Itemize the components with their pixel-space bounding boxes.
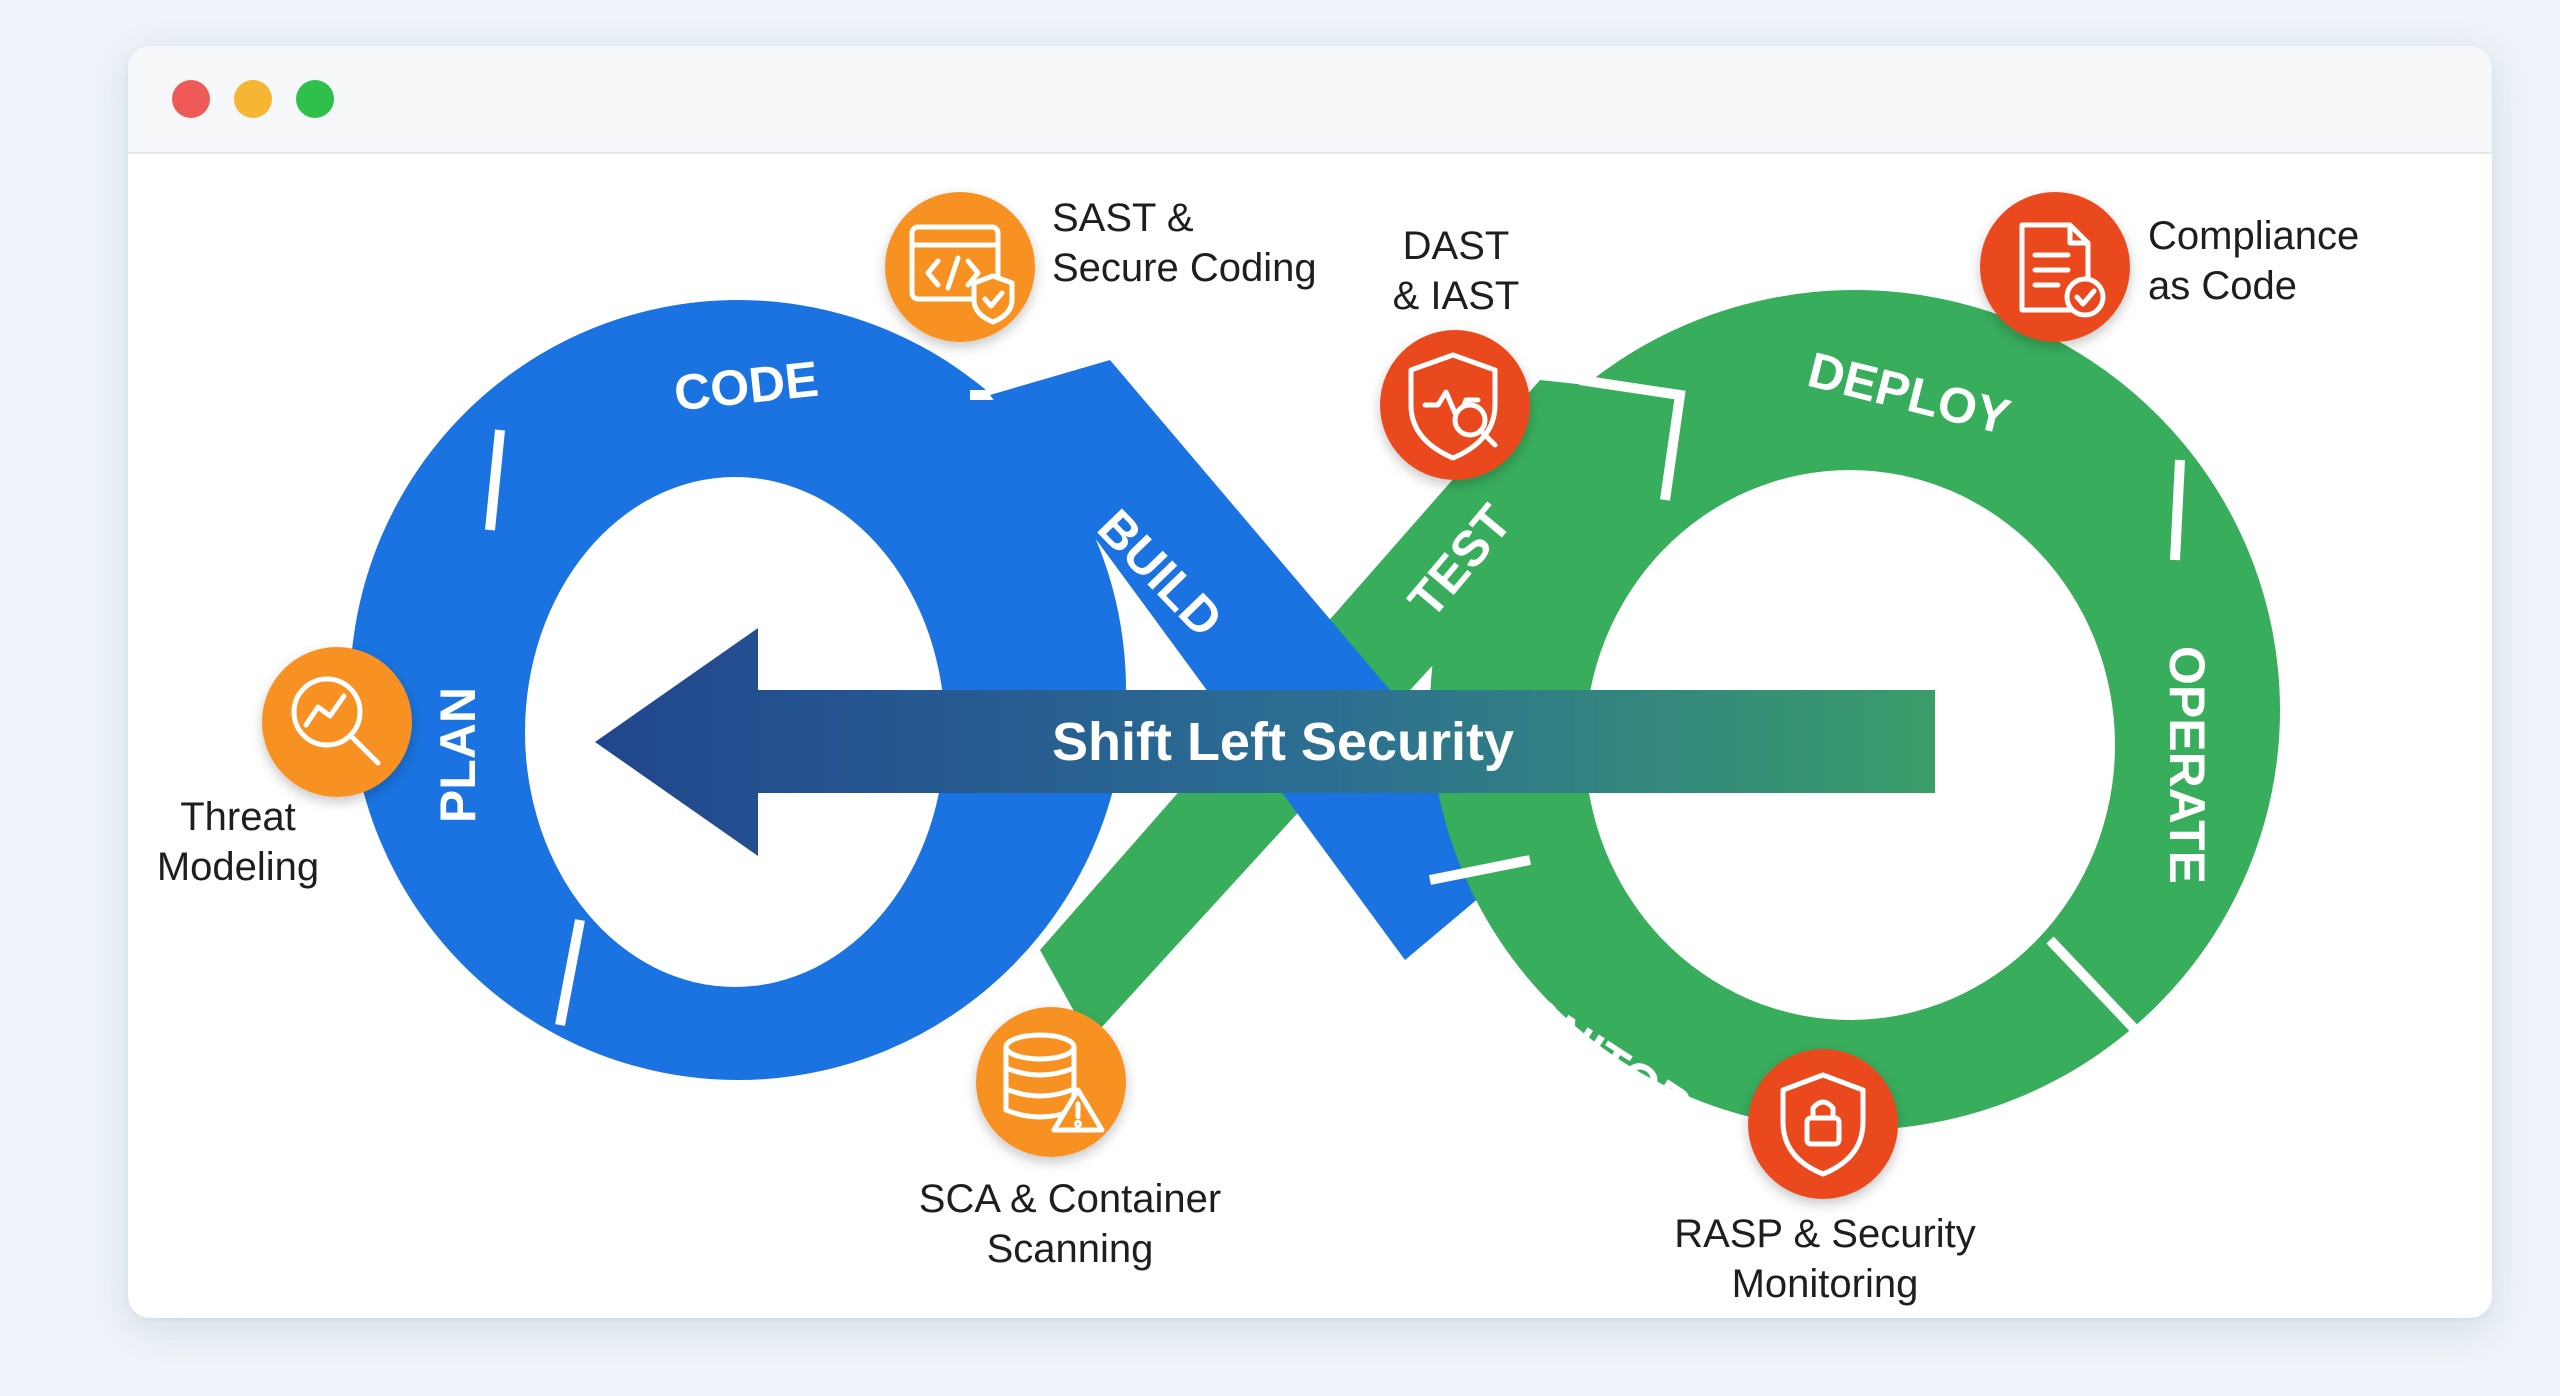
threat-caption: Threat Modeling bbox=[128, 792, 348, 892]
dast-line2: & IAST bbox=[1392, 274, 1520, 318]
threat-line1: Threat bbox=[180, 795, 296, 839]
shift-left-arrow: Shift Left Security bbox=[595, 628, 1935, 856]
rasp-line1: RASP & Security bbox=[1674, 1212, 1976, 1256]
magnifier-chart-icon bbox=[291, 676, 381, 766]
sca-line1: SCA & Container bbox=[918, 1177, 1222, 1221]
dast-caption: DAST & IAST bbox=[1356, 221, 1556, 321]
close-button[interactable] bbox=[172, 80, 210, 118]
stage-operate-label: OPERATE bbox=[2159, 646, 2215, 884]
rasp-line2: Monitoring bbox=[1731, 1262, 1919, 1306]
database-warning-icon bbox=[1003, 1032, 1105, 1133]
sast-caption: SAST & Secure Coding bbox=[1052, 193, 1317, 293]
build-crossing-band bbox=[990, 360, 1530, 960]
shield-lock-icon bbox=[1780, 1072, 1866, 1177]
compliance-line2: as Code bbox=[2148, 264, 2297, 308]
compliance-line1: Compliance bbox=[2148, 214, 2360, 258]
maximize-button[interactable] bbox=[296, 80, 334, 118]
ops-loop bbox=[1429, 290, 2280, 1130]
threat-badge[interactable] bbox=[262, 647, 412, 797]
threat-line2: Modeling bbox=[156, 845, 320, 889]
compliance-badge[interactable] bbox=[1980, 192, 2130, 342]
stage-plan-label: PLAN bbox=[430, 687, 486, 823]
sast-badge[interactable] bbox=[885, 192, 1035, 342]
sast-line2: Secure Coding bbox=[1052, 246, 1317, 290]
sca-caption: SCA & Container Scanning bbox=[900, 1174, 1240, 1274]
sca-badge[interactable] bbox=[976, 1007, 1126, 1157]
compliance-caption: Compliance as Code bbox=[2148, 211, 2359, 311]
document-check-icon bbox=[2019, 222, 2106, 318]
sca-line2: Scanning bbox=[986, 1227, 1154, 1271]
window-titlebar bbox=[128, 46, 2492, 154]
rasp-caption: RASP & Security Monitoring bbox=[1640, 1209, 2010, 1309]
shield-magnifier-icon bbox=[1408, 352, 1498, 461]
dast-line1: DAST bbox=[1402, 224, 1510, 268]
code-window-shield-icon bbox=[909, 224, 1015, 325]
stage-build-bottom-label: BUILD bbox=[744, 1073, 899, 1137]
shift-left-label: Shift Left Security bbox=[1052, 712, 1514, 772]
minimize-button[interactable] bbox=[234, 80, 272, 118]
sast-line1: SAST & bbox=[1052, 196, 1194, 240]
